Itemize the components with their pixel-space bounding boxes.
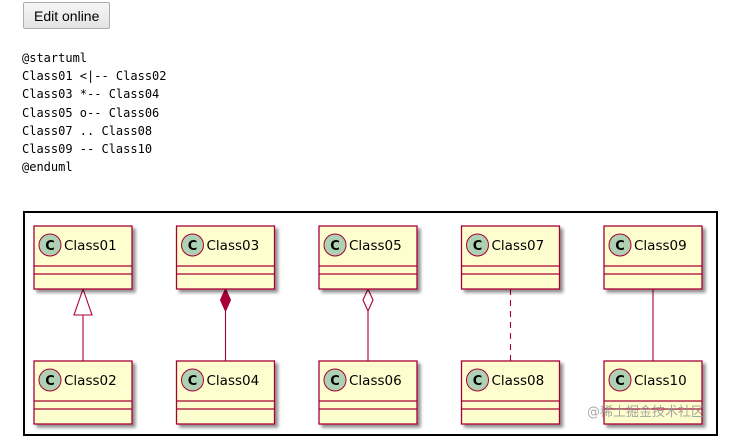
class-marker-letter: C [615, 239, 625, 254]
source-line: @enduml [22, 160, 73, 175]
class-name: Class05 [349, 238, 402, 254]
class-name: Class09 [634, 238, 687, 254]
source-line: Class01 <|-- Class02 [22, 69, 167, 84]
edit-online-button[interactable]: Edit online [23, 2, 111, 29]
source-line: Class03 *-- Class04 [22, 87, 160, 102]
class-marker-icon [38, 233, 62, 257]
source-line: @startuml [22, 51, 88, 65]
class-marker-icon [466, 368, 489, 392]
class-marker-letter: C [615, 374, 625, 389]
class-name: Class01 [64, 238, 117, 254]
class-marker-icon [608, 233, 632, 257]
class-box: C Class07 [460, 225, 561, 290]
class-marker-icon [323, 233, 347, 257]
class-marker-letter: C [188, 239, 198, 254]
source-line: Class05 o-- Class06 [22, 105, 160, 120]
class-marker-icon [181, 233, 204, 257]
class-box: C Class05 [318, 225, 418, 290]
class-marker-letter: C [45, 239, 55, 254]
class-name: Class04 [207, 373, 260, 389]
extension-arrow-icon [73, 287, 93, 316]
class-marker-icon [181, 368, 204, 392]
class-box: C Class08 [460, 360, 561, 425]
plantuml-source: @startuml Class01 <|-- Class02 Class03 *… [22, 49, 167, 176]
source-line: Class09 -- Class10 [22, 142, 153, 157]
class-marker-letter: C [473, 374, 483, 389]
class-box: C Class06 [318, 360, 418, 425]
class-name: Class08 [492, 373, 545, 389]
class-box: C Class10 [603, 360, 703, 425]
class-marker-letter: C [188, 374, 198, 389]
composition-diamond-icon [219, 287, 232, 313]
class-name: Class02 [64, 373, 117, 389]
class-box: C Class01 [33, 225, 133, 290]
class-marker-letter: C [45, 374, 55, 389]
class-box: C Class03 [175, 225, 276, 290]
class-marker-icon [466, 233, 489, 257]
class-box: C Class09 [603, 225, 703, 290]
class-name: Class06 [349, 373, 402, 389]
class-marker-icon [38, 368, 62, 392]
class-marker-icon [608, 368, 632, 392]
class-box: C Class04 [175, 360, 276, 425]
class-name: Class03 [207, 238, 260, 254]
class-box: C Class02 [33, 360, 133, 425]
source-line: Class07 .. Class08 [22, 123, 153, 138]
class-marker-icon [323, 368, 347, 392]
class-name: Class07 [492, 238, 545, 254]
watermark: @稀土掘金技术社区 [586, 405, 704, 420]
class-marker-letter: C [330, 374, 340, 389]
class-name: Class10 [634, 373, 687, 389]
aggregation-diamond-icon [362, 287, 374, 313]
class-marker-letter: C [473, 239, 483, 254]
class-marker-letter: C [330, 239, 340, 254]
